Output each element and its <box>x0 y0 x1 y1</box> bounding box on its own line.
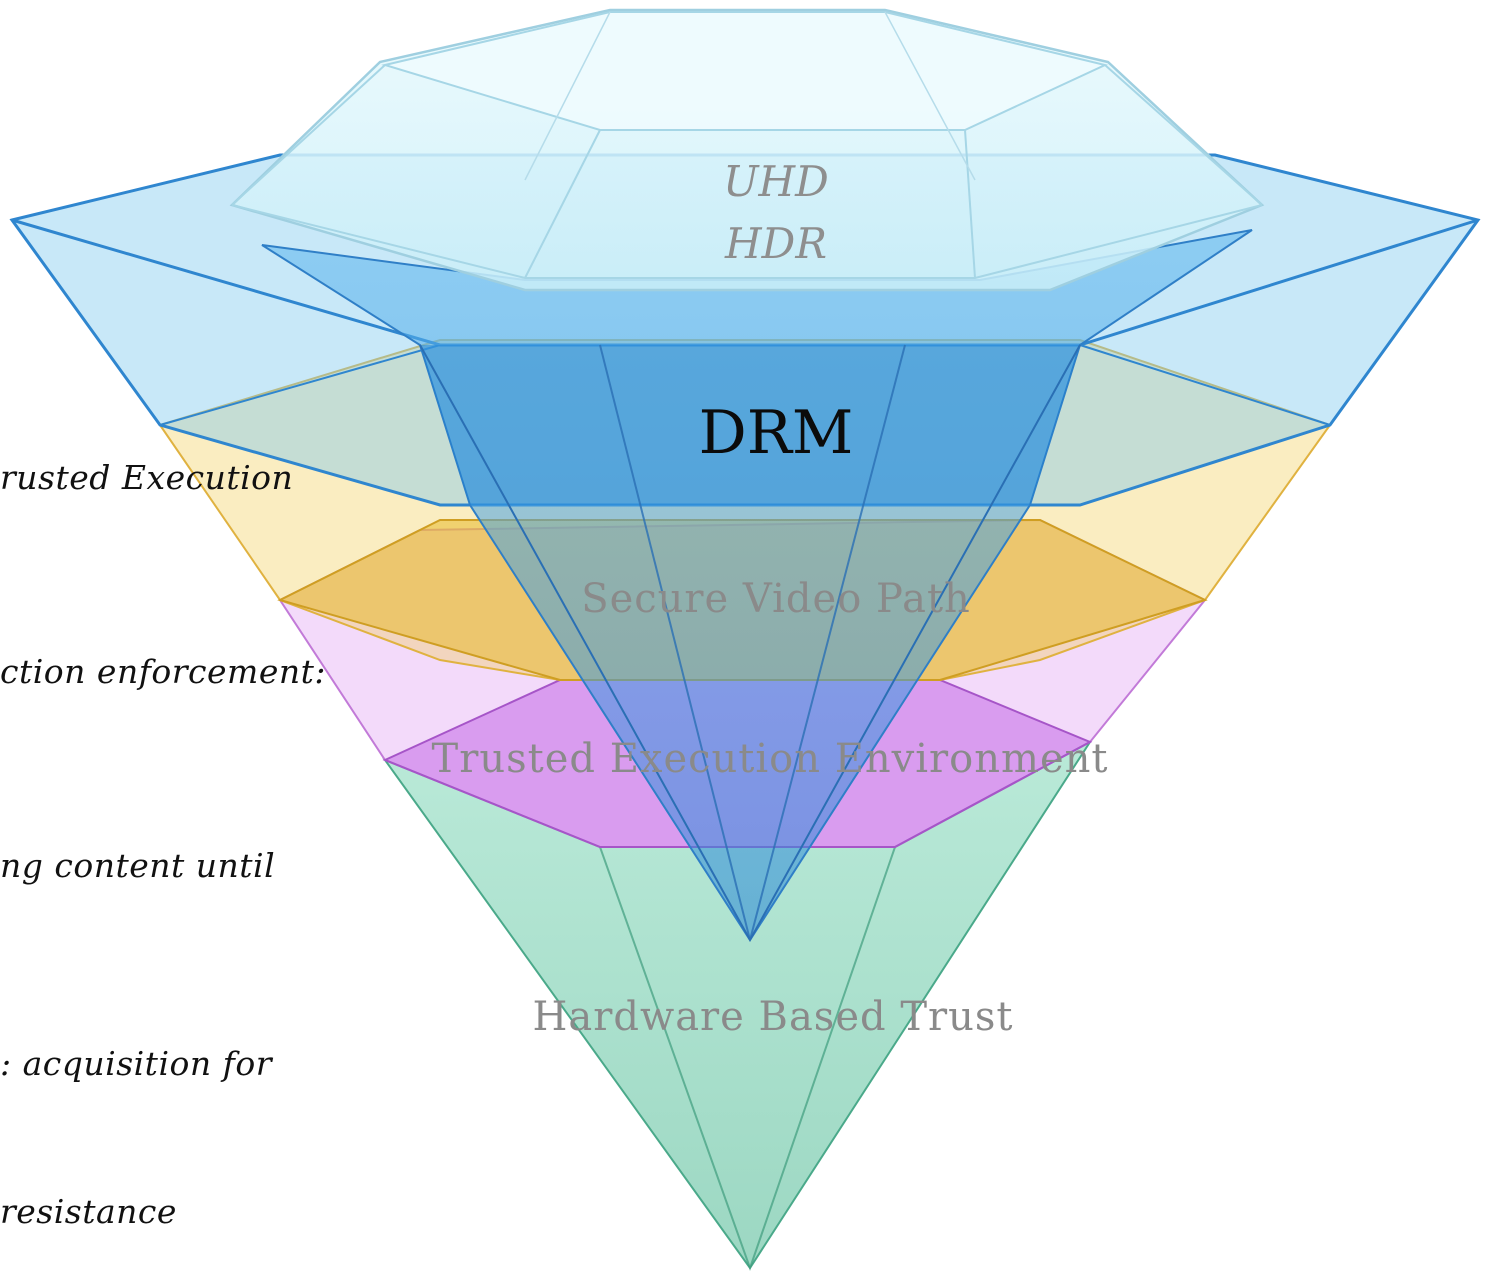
note-tee: rusted Execution <box>0 458 294 497</box>
crystal-top <box>229 8 1265 292</box>
note-enforcement: ction enforcement: <box>0 652 327 691</box>
hardware-trust-label: Hardware Based Trust <box>533 994 1014 1040</box>
secure-video-path-label: Secure Video Path <box>581 576 971 622</box>
note-content: ng content until <box>0 846 276 885</box>
hdr-label: HDR <box>724 219 827 268</box>
note-resistance: resistance <box>0 1192 177 1231</box>
uhd-label: UHD <box>723 157 829 206</box>
note-acquisition: : acquisition for <box>0 1044 272 1083</box>
tee-label: Trusted Execution Environment <box>432 736 1109 782</box>
drm-label: DRM <box>699 398 854 468</box>
drm-core-layer <box>261 229 1253 943</box>
